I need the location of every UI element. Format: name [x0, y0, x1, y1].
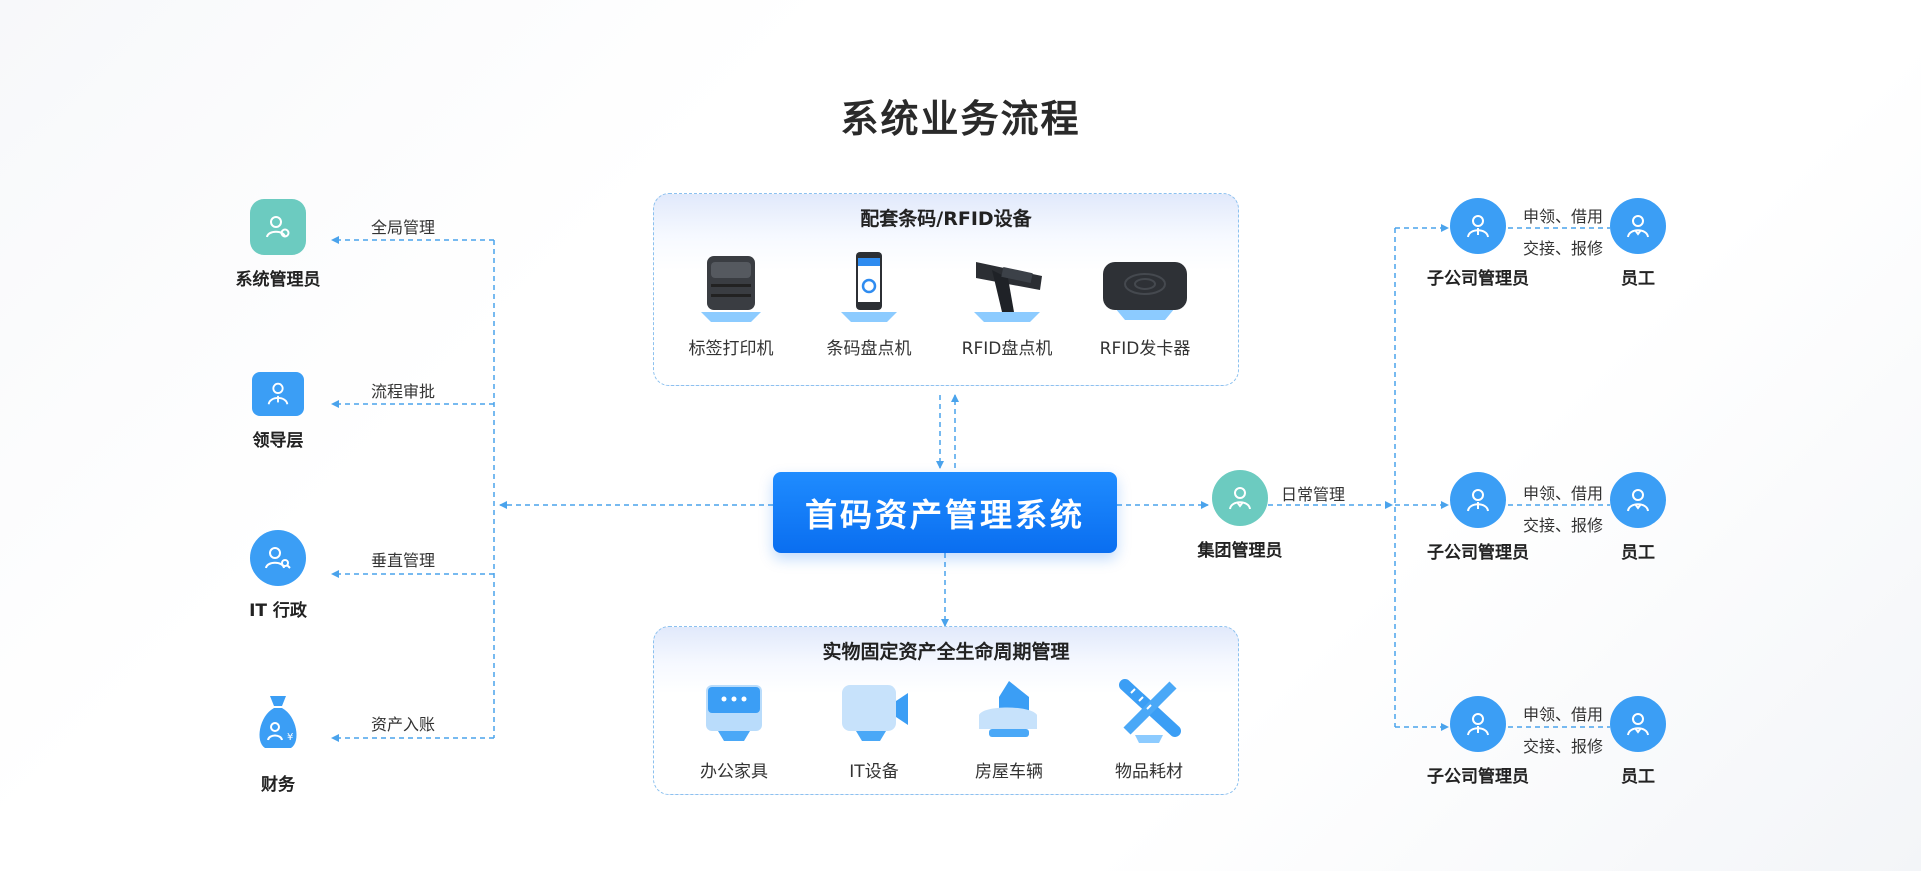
lifecycle-panel: 实物固定资产全生命周期管理 办公家具 IT设备 房屋车辆 物品耗材 — [653, 626, 1239, 795]
device-label: RFID盘点机 — [961, 339, 1053, 359]
employee-icon — [1610, 198, 1666, 254]
leader-icon — [252, 372, 304, 416]
lifecycle-property-vehicles: 房屋车辆 — [944, 675, 1074, 782]
lifecycle-it-equipment: IT设备 — [809, 675, 939, 782]
rfid-card-issuer-icon — [1080, 252, 1210, 322]
employee-label: 员工 — [1621, 269, 1655, 289]
subsidiary-manager-icon — [1450, 472, 1506, 528]
employee: 员工 — [1578, 472, 1698, 563]
svg-text:¥: ¥ — [287, 732, 293, 743]
label-printer-icon — [666, 252, 796, 322]
edge-label-apply-borrow: 申领、借用 — [1523, 207, 1604, 226]
it-equipment-icon — [809, 675, 939, 745]
lifecycle-supplies: 物品耗材 — [1084, 675, 1214, 782]
employee-icon — [1610, 472, 1666, 528]
barcode-scanner-icon — [804, 252, 934, 322]
employee: 员工 — [1578, 696, 1698, 787]
devices-panel: 配套条码/RFID设备 标签打印机 条码盘点机 RFID盘点机 RFID发卡器 — [653, 193, 1239, 386]
subsidiary-manager-label: 子公司管理员 — [1427, 543, 1529, 563]
group-manager-label: 集团管理员 — [1197, 541, 1283, 561]
edge-label-approval: 流程审批 — [371, 382, 436, 401]
employee: 员工 — [1578, 198, 1698, 289]
subsidiary-manager: 子公司管理员 — [1418, 198, 1538, 289]
role-system-admin: 系统管理员 — [218, 199, 338, 290]
employee-icon — [1610, 696, 1666, 752]
rfid-reader-icon — [942, 252, 1072, 322]
edge-label-vertical-management: 垂直管理 — [371, 551, 436, 570]
subsidiary-manager-label: 子公司管理员 — [1427, 767, 1529, 787]
core-system-node: 首码资产管理系统 — [773, 472, 1117, 553]
lifecycle-label: 房屋车辆 — [975, 762, 1043, 782]
device-rfid-issuer: RFID发卡器 — [1080, 252, 1210, 359]
employee-label: 员工 — [1621, 767, 1655, 787]
device-label: 条码盘点机 — [826, 339, 912, 359]
devices-panel-title: 配套条码/RFID设备 — [860, 208, 1032, 230]
lifecycle-label: 办公家具 — [700, 762, 768, 782]
role-finance: ¥ 财务 — [218, 694, 338, 795]
subsidiary-manager: 子公司管理员 — [1418, 696, 1538, 787]
device-label: RFID发卡器 — [1099, 339, 1191, 359]
employee-label: 员工 — [1621, 543, 1655, 563]
subsidiary-manager-icon — [1450, 198, 1506, 254]
group-manager: 集团管理员 — [1180, 470, 1300, 561]
it-admin-icon — [250, 530, 306, 586]
role-label: 系统管理员 — [235, 270, 321, 290]
role-leadership: 领导层 — [218, 372, 338, 451]
lifecycle-label: IT设备 — [849, 762, 899, 782]
role-label: IT 行政 — [249, 601, 307, 621]
lifecycle-office-furniture: 办公家具 — [669, 675, 799, 782]
edge-label-handover-repair: 交接、报修 — [1523, 737, 1604, 756]
ruler-pencil-icon — [1084, 675, 1214, 745]
role-label: 领导层 — [252, 431, 304, 451]
subsidiary-manager: 子公司管理员 — [1418, 472, 1538, 563]
device-label-printer: 标签打印机 — [666, 252, 796, 359]
edge-label-apply-borrow: 申领、借用 — [1523, 705, 1604, 724]
subsidiary-manager-icon — [1450, 696, 1506, 752]
role-it-admin: IT 行政 — [218, 530, 338, 621]
device-label: 标签打印机 — [688, 339, 774, 359]
house-car-icon — [944, 675, 1074, 745]
group-manager-icon — [1212, 470, 1268, 526]
role-label: 财务 — [261, 775, 295, 795]
money-bag-icon: ¥ — [250, 694, 306, 750]
subsidiary-manager-label: 子公司管理员 — [1427, 269, 1529, 289]
page-title: 系统业务流程 — [840, 97, 1081, 141]
device-barcode-scanner: 条码盘点机 — [804, 252, 934, 359]
edge-label-daily-management: 日常管理 — [1281, 485, 1346, 504]
admin-settings-icon — [250, 199, 306, 255]
lifecycle-label: 物品耗材 — [1115, 762, 1183, 782]
edge-label-handover-repair: 交接、报修 — [1523, 239, 1604, 258]
edge-label-asset-booking: 资产入账 — [371, 715, 436, 734]
edge-label-handover-repair: 交接、报修 — [1523, 516, 1604, 535]
edge-label-apply-borrow: 申领、借用 — [1523, 484, 1604, 503]
edge-label-global-management: 全局管理 — [371, 218, 436, 237]
office-furniture-icon — [669, 675, 799, 745]
lifecycle-panel-title: 实物固定资产全生命周期管理 — [822, 641, 1070, 663]
device-rfid-reader: RFID盘点机 — [942, 252, 1072, 359]
